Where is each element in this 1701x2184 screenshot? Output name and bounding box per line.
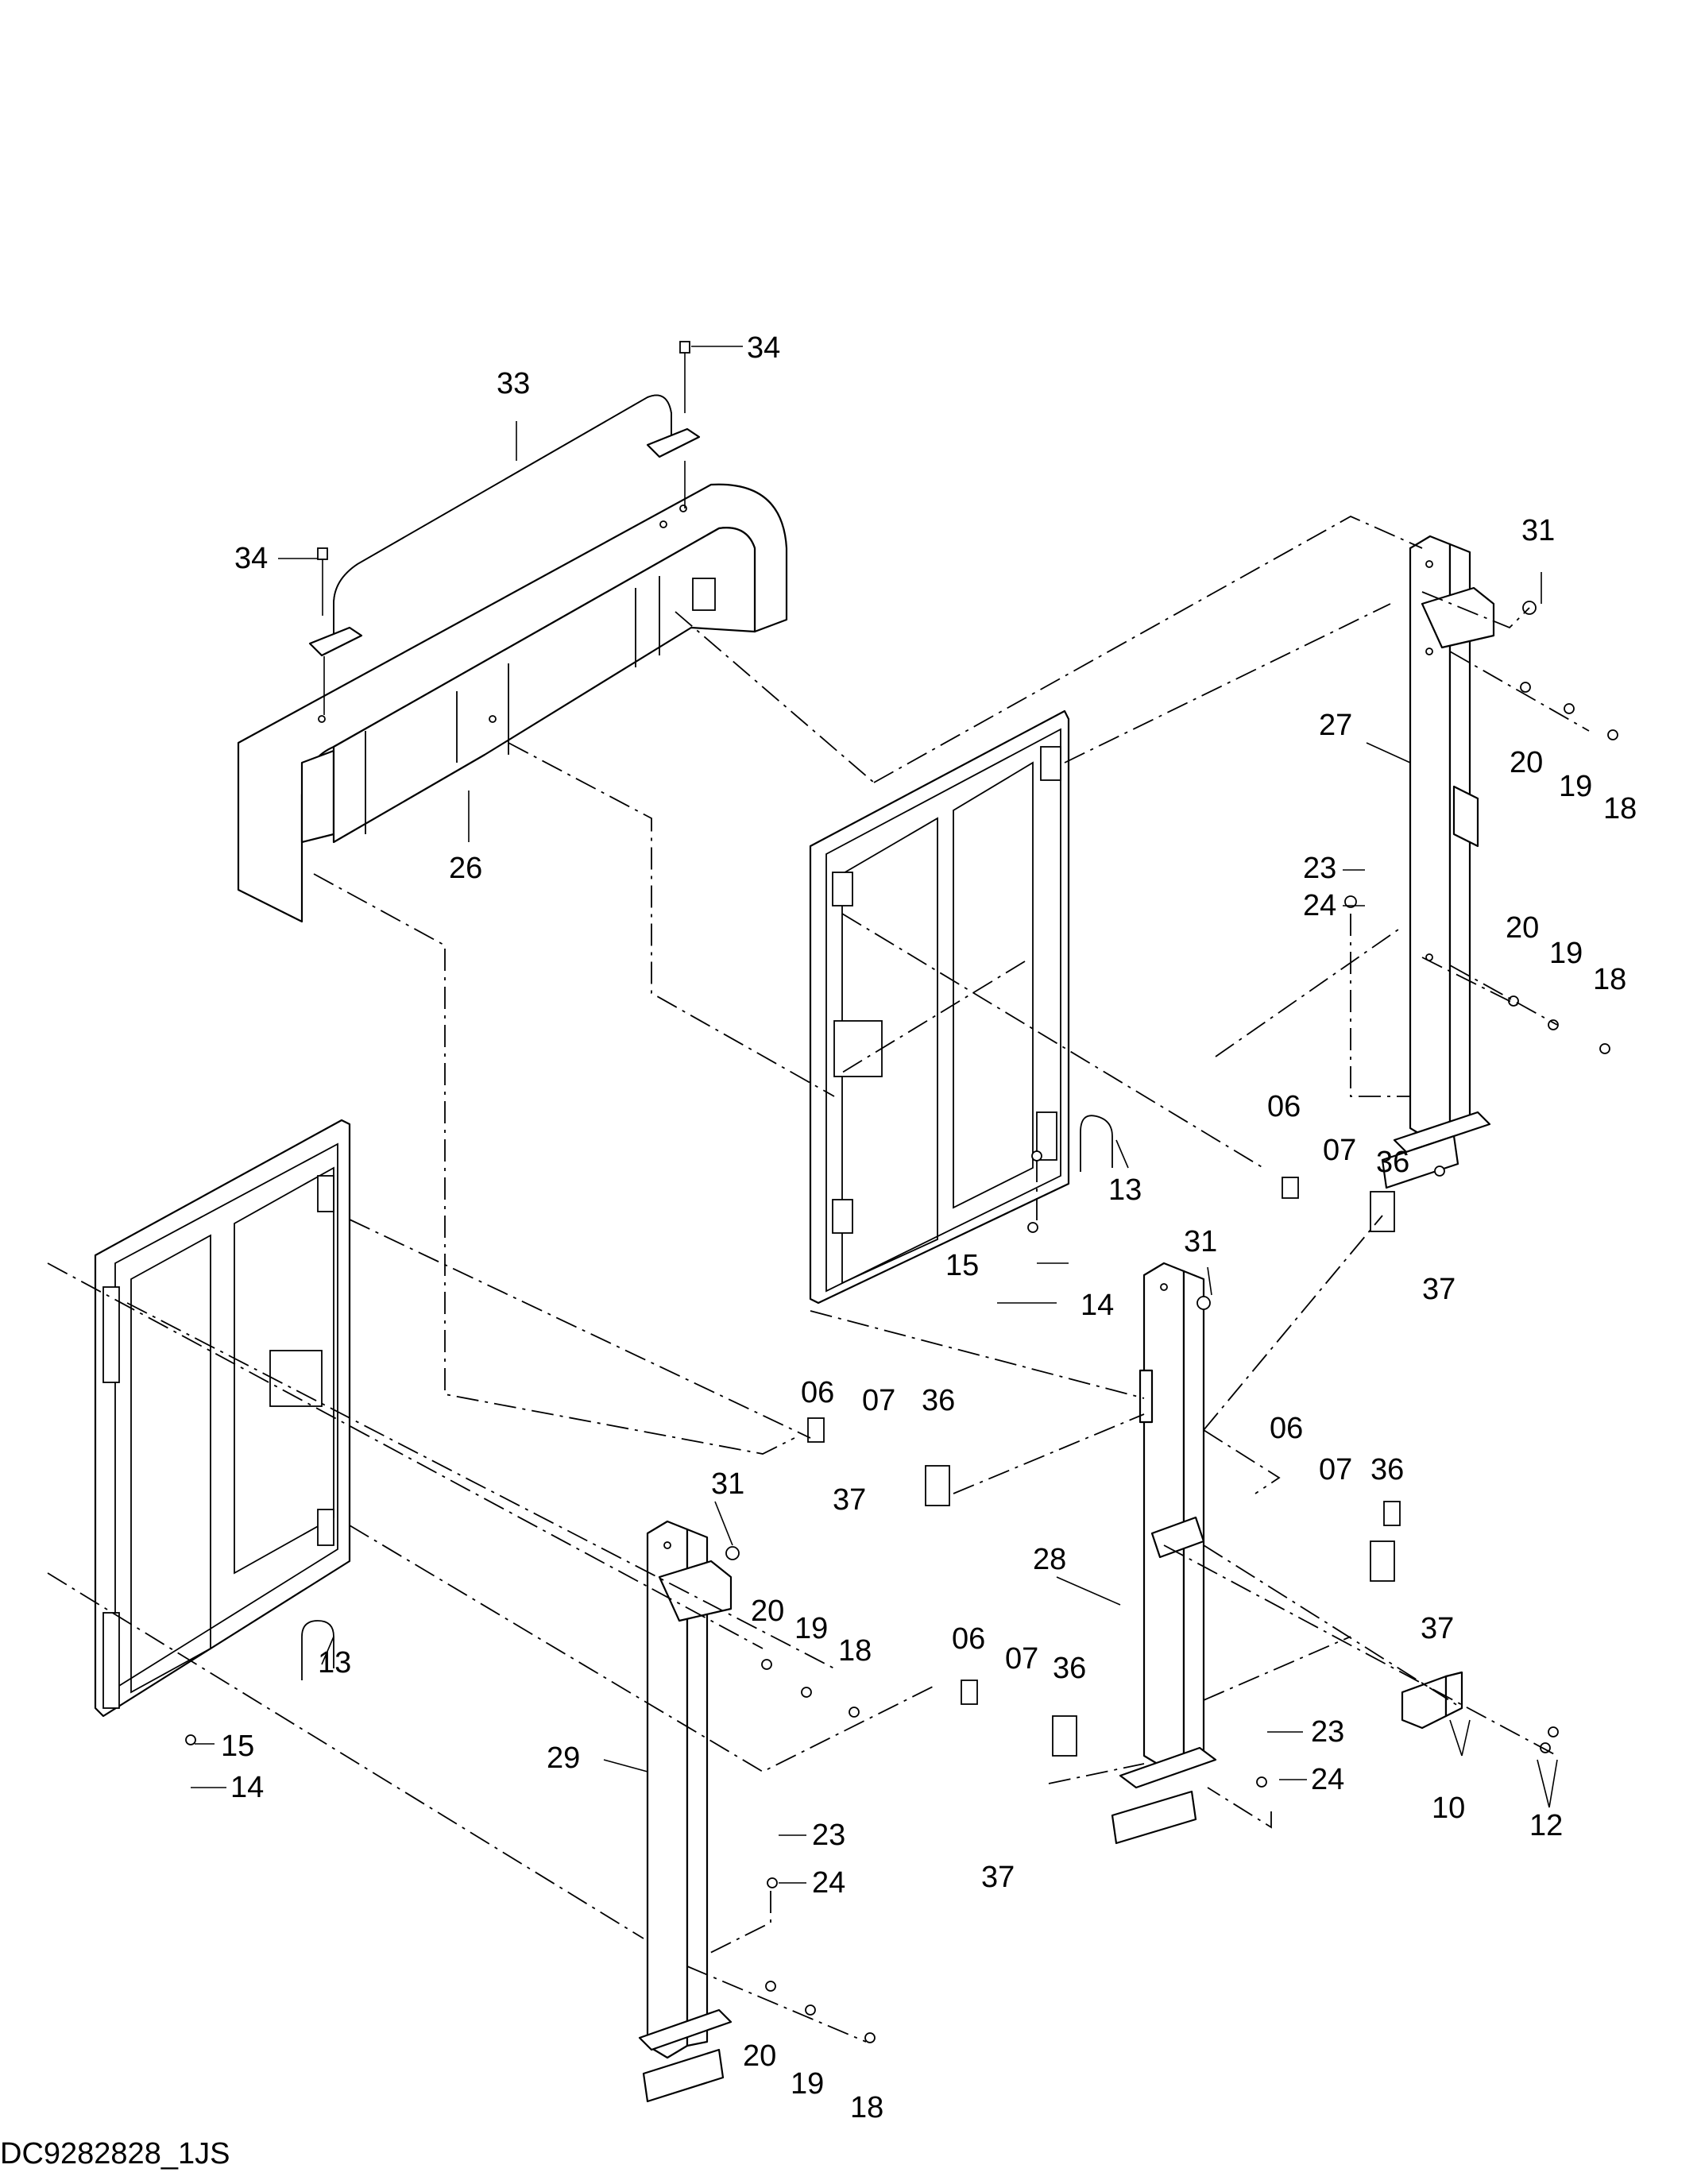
- drawing-code-label: DC9282828_1JS: [0, 2137, 230, 2170]
- callout-10: 10: [1432, 1792, 1465, 1825]
- assembly-lines: [47, 515, 1590, 2043]
- callout-23-upper: 23: [1303, 852, 1336, 885]
- callout-06-center: 06: [1270, 1412, 1303, 1445]
- callout-13-left: 13: [318, 1646, 351, 1680]
- handrail-part-33: [308, 394, 701, 715]
- callout-31-center: 31: [1184, 1225, 1217, 1258]
- callout-36-bottom: 36: [1053, 1652, 1086, 1685]
- callout-labels: 34 33 34 26 31 27 20 19 18 23 24 20 19 1…: [221, 331, 1637, 2124]
- callout-36-left: 36: [922, 1384, 955, 1417]
- callout-24-center: 24: [1311, 1763, 1344, 1796]
- callout-37-right: 37: [1422, 1273, 1456, 1306]
- callout-leaders: [191, 421, 1558, 1884]
- callout-23-center: 23: [1311, 1715, 1344, 1749]
- callout-34-lower: 34: [234, 542, 268, 575]
- callout-18-upper: 18: [1603, 792, 1637, 825]
- callout-19-upper: 19: [1559, 770, 1592, 803]
- right-door-panel: [809, 709, 1113, 1305]
- callout-34-upper: 34: [747, 331, 780, 365]
- callout-24-upper: 24: [1303, 889, 1336, 922]
- callout-14-right: 14: [1081, 1289, 1114, 1322]
- callout-07-bottom: 07: [1005, 1642, 1038, 1676]
- callout-13-right: 13: [1108, 1173, 1142, 1207]
- callout-19-lower: 19: [791, 2067, 824, 2101]
- callout-15-left: 15: [221, 1730, 254, 1763]
- callout-28: 28: [1033, 1543, 1066, 1576]
- callout-20-lower: 20: [743, 2039, 776, 2073]
- bracket-part-10: [1401, 1671, 1463, 1730]
- callout-33: 33: [497, 367, 530, 400]
- callout-18-lower: 18: [850, 2091, 883, 2124]
- callout-06-bottom: 06: [952, 1622, 985, 1656]
- callout-18-mid: 18: [1593, 963, 1626, 996]
- callout-27: 27: [1319, 709, 1352, 742]
- callout-06-right: 06: [1267, 1090, 1301, 1123]
- callout-12: 12: [1529, 1809, 1563, 1842]
- callout-24-lower: 24: [812, 1866, 845, 1900]
- callout-20-upper: 20: [1510, 746, 1543, 779]
- bolt-34-upper: [679, 341, 743, 413]
- callout-06-left: 06: [801, 1376, 834, 1409]
- callout-15-right: 15: [945, 1249, 979, 1282]
- callout-23-lower: 23: [812, 1819, 845, 1852]
- callout-26: 26: [449, 852, 482, 885]
- bolt-34-lower: [278, 547, 328, 616]
- callout-07-left: 07: [862, 1384, 895, 1417]
- left-door-panel: [94, 1119, 351, 1718]
- callout-31-right: 31: [1521, 514, 1555, 547]
- callout-37-left: 37: [833, 1483, 866, 1517]
- top-cover-part-26: [237, 483, 788, 923]
- callout-18-left: 18: [838, 1634, 872, 1668]
- callout-31-left: 31: [711, 1467, 744, 1501]
- callout-29: 29: [547, 1741, 580, 1775]
- post-part-27: [1381, 535, 1495, 1189]
- callout-19-mid: 19: [1549, 937, 1583, 970]
- callout-07-right: 07: [1323, 1134, 1356, 1167]
- callout-36-right: 36: [1376, 1146, 1409, 1179]
- post-part-28: [1111, 1262, 1217, 1845]
- callout-37-center: 37: [1421, 1612, 1454, 1645]
- callout-20-left: 20: [751, 1595, 784, 1628]
- callout-19-left: 19: [794, 1612, 828, 1645]
- callout-36-center: 36: [1370, 1453, 1404, 1486]
- callout-14-left: 14: [230, 1771, 264, 1804]
- callout-07-center: 07: [1319, 1453, 1352, 1486]
- callout-20-mid: 20: [1506, 911, 1539, 945]
- callout-37-bottom: 37: [981, 1861, 1015, 1894]
